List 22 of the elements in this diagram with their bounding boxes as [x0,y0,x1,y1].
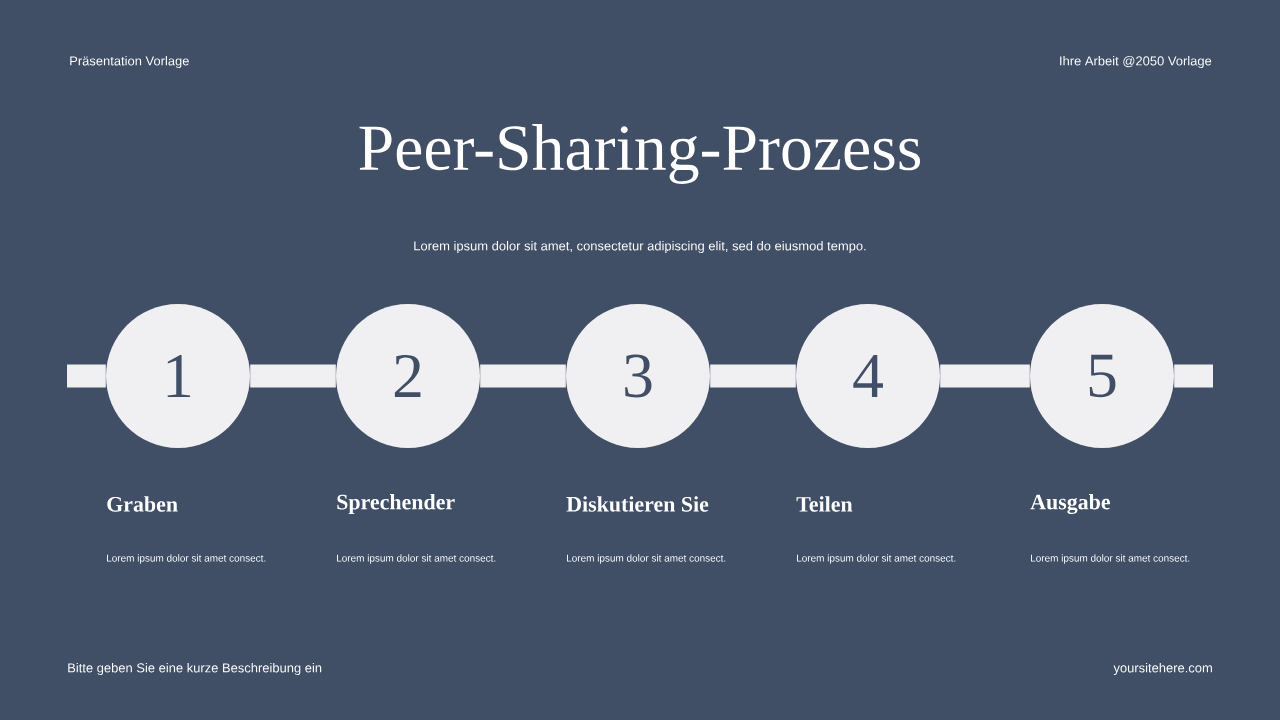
step-description: Lorem ipsum dolor sit amet consect. [567,554,726,564]
step-description: Lorem ipsum dolor sit amet consect. [797,554,956,564]
connector-bar [67,364,106,388]
footer-text: Bitte geben Sie eine kurze Beschreibung ein [68,662,322,676]
header-text: Präsentation Vorlage [70,55,189,69]
step-description: Lorem ipsum dolor sit amet consect. [337,554,496,564]
connector-bar [940,364,1030,388]
connector-bar [250,364,336,388]
header-text: Ihre Arbeit @2050 Vorlage [1060,55,1212,69]
step-description: Lorem ipsum dolor sit amet consect. [1031,554,1190,564]
connector-bar [480,364,566,388]
step-heading: Teilen [796,496,853,512]
connector-bar [710,364,796,388]
step-heading: Graben [107,496,178,512]
title: Peer-Sharing-Prozess [359,124,920,184]
step-description: Lorem ipsum dolor sit amet consect. [107,554,266,564]
footer-text: yoursitehere.com [1113,662,1212,676]
connector-bar [1174,364,1213,388]
subtitle: Lorem ipsum dolor sit amet, consectetur adipiscing elit, sed do eiusmod tempo. [414,240,866,254]
step-heading: Diskutieren Sie [566,496,709,512]
step-heading: Ausgabe [1030,494,1110,514]
step-heading: Sprechender [337,494,455,514]
